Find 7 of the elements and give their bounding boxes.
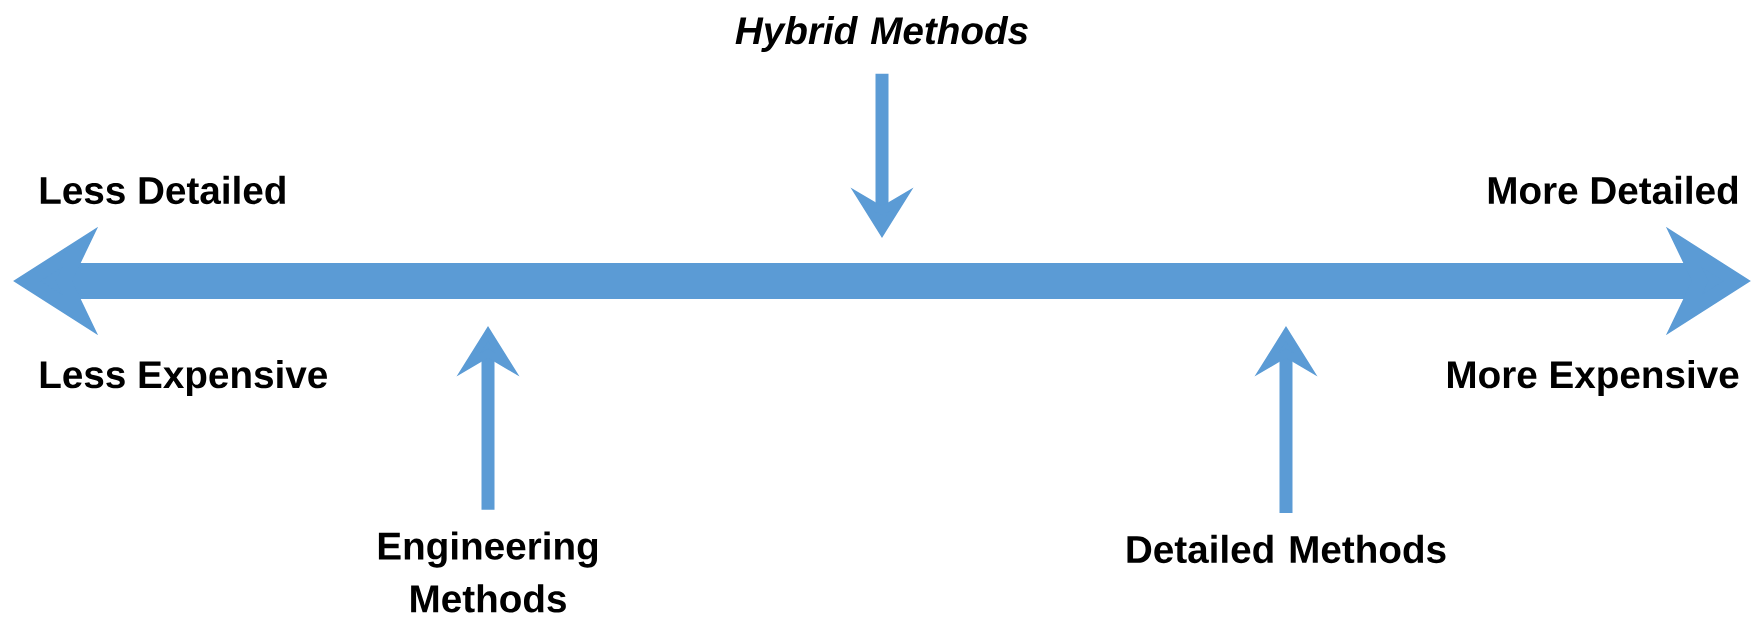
method-label: Detailed Methods — [1127, 534, 1446, 564]
axis-label: Less Expensive — [40, 360, 327, 396]
method-label: Engineering Methods — [378, 531, 598, 613]
axis-label: More Detailed — [1488, 175, 1738, 205]
axis-label: Less Detailed — [40, 175, 285, 205]
method-label: Hybrid Methods — [735, 16, 1028, 52]
axis-label: More Expensive — [1448, 360, 1739, 396]
